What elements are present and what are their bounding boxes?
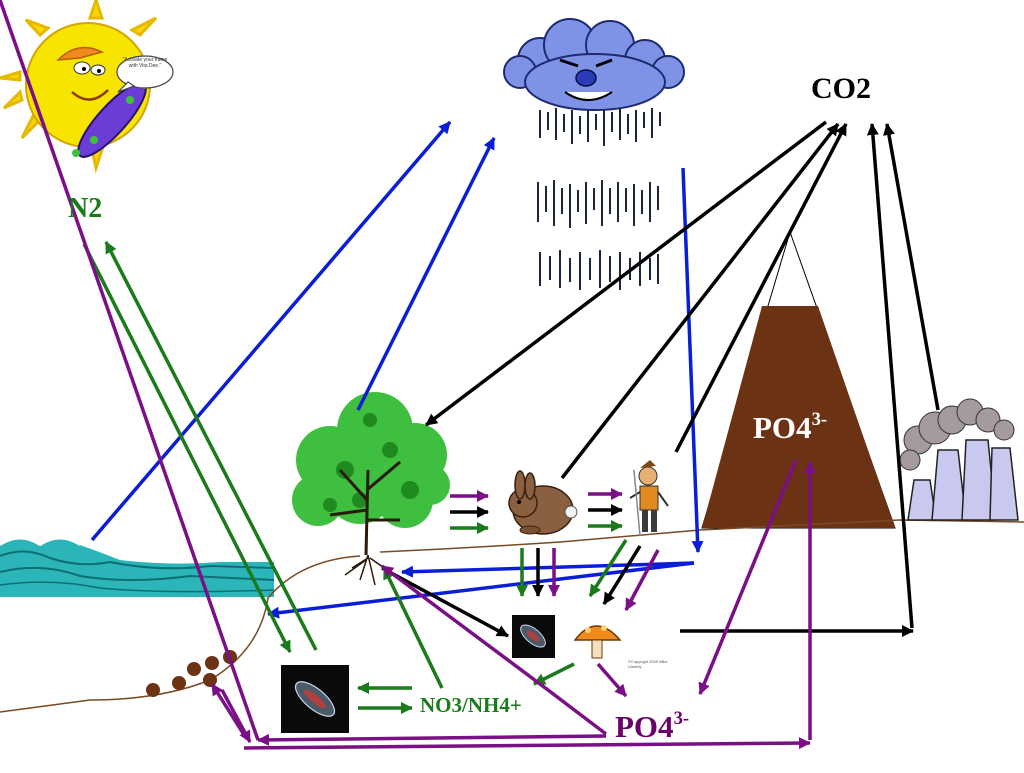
soil-line [0, 519, 1024, 713]
po4-mountain-base: PO4 [753, 410, 812, 445]
sun-icon [0, 0, 174, 174]
po4-bottom-label: PO43- [615, 709, 689, 745]
mountain-icon [701, 230, 896, 529]
mushroom-copyright: ©Copyright 2000 Mike Ulmerly [628, 659, 668, 669]
n2-label: N2 [68, 193, 103, 224]
po4-mountain-label: PO43- [753, 410, 827, 446]
tree-icon [292, 392, 450, 556]
person-to-mushroom-purple-arrow [624, 549, 660, 611]
po4-uptake-arrow [380, 564, 608, 736]
mushroom-to-po4-arrow [596, 662, 628, 698]
rain-arrow [681, 167, 704, 553]
person-to-mushroom-black-arrow [602, 545, 642, 605]
sun-speech-bubble: "Activate your frame with Vita Dee." [122, 57, 168, 69]
rabbit-respiration-arrow [560, 122, 840, 480]
n2-fixation-arrow [82, 243, 292, 653]
water-arrows [90, 120, 704, 619]
carbon-arrows [381, 120, 940, 638]
person-to-mushroom-green-arrow [588, 539, 628, 597]
po4-sediment-arrow [257, 733, 607, 746]
bacteria-icon-small [512, 615, 555, 658]
co2-to-tree-arrow [424, 120, 828, 427]
no3-nh4-label: NO3/NH4+ [420, 693, 522, 717]
nitrogen-arrows [82, 241, 575, 714]
po4-bottom-charge: 3- [673, 707, 690, 729]
decomposer-respiration-arrow [866, 123, 914, 629]
denitrification-arrow [104, 241, 318, 651]
factory-emission-arrow [883, 123, 940, 411]
root-nodules-icon [146, 650, 237, 697]
tree-transpiration-arrow [356, 137, 496, 411]
nodules-to-sediment-arrow [220, 689, 252, 743]
food-chain-arrows [450, 488, 660, 611]
po4-bottom-base: PO4 [615, 709, 674, 744]
mushroom-to-no3-arrow [533, 662, 575, 686]
phosphorus-arrows [0, 0, 816, 750]
ocean-evaporation-arrow [90, 120, 452, 542]
person-respiration-arrow [674, 123, 848, 453]
factory-icon [899, 398, 1019, 521]
no3-uptake-arrow [382, 567, 444, 689]
roots-to-bacteria-arrow [381, 566, 509, 638]
co2-label: CO2 [811, 72, 871, 105]
sediment-up-arrow [210, 683, 248, 739]
ocean-icon [0, 537, 275, 597]
weathering-arrow [698, 459, 798, 695]
runoff-to-roots-arrow [401, 561, 695, 578]
mushroom-icon [573, 625, 622, 659]
rabbit-icon [508, 470, 578, 535]
sediment-to-mountain-arrow [243, 737, 811, 750]
po4-mountain-charge: 3- [811, 408, 828, 430]
po4-to-sediment-arrow [0, 0, 260, 741]
tree-roots [344, 554, 391, 586]
storm-cloud-icon [503, 18, 685, 290]
bacteria-icon [281, 665, 349, 733]
person-icon [629, 460, 669, 537]
